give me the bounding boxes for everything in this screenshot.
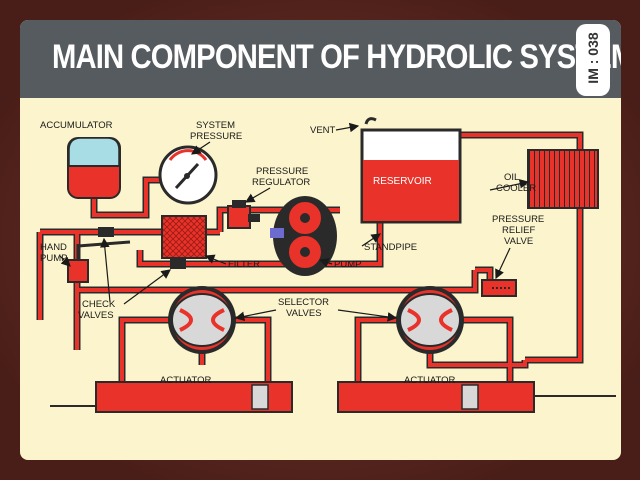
pressure-relief-label-3: VALVE — [504, 236, 533, 247]
reservoir-label: RESERVOIR — [373, 176, 432, 187]
actuator-right — [337, 381, 616, 413]
hydraulic-diagram: RESERVOIR — [36, 117, 616, 413]
gear-pump — [270, 196, 337, 276]
selector-valve-left — [168, 286, 236, 354]
hand-pump-label-1: HAND — [40, 242, 67, 253]
accumulator-label: ACCUMULATOR — [40, 120, 113, 131]
actuator-left-label: ACTUATOR — [160, 375, 212, 386]
oil-cooler-label-1: OIL — [504, 172, 519, 183]
diagram-card: MAIN COMPONENT OF HYDROLIC SYSTEM IM : 0… — [20, 20, 621, 460]
system-pressure-label-2: PRESSURE — [190, 131, 242, 142]
hand-pump — [67, 240, 131, 283]
diagram-labels: ACCUMULATOR SYSTEM PRESSURE VENT PRESSUR… — [40, 120, 544, 386]
standpipe-label: STANDPIPE — [364, 242, 417, 253]
title-banner: MAIN COMPONENT OF HYDROLIC SYSTEM IM : 0… — [20, 20, 621, 98]
pressure-regulator-label-1: PRESSURE — [256, 166, 308, 177]
image-id-badge: IM : 038 — [576, 24, 610, 96]
vent-label: VENT — [310, 125, 336, 136]
leader-lines — [59, 122, 530, 322]
pressure-relief-label-2: RELIEF — [502, 225, 535, 236]
actuator-right-label: ACTUATOR — [404, 375, 456, 386]
system-pressure-label-1: SYSTEM — [196, 120, 235, 131]
actuator-left — [50, 381, 293, 413]
oil-cooler-label-2: COOLER — [496, 183, 536, 194]
selector-valves-label-2: VALVES — [286, 308, 322, 319]
selector-valves-label-1: SELECTOR — [278, 297, 329, 308]
page-title: MAIN COMPONENT OF HYDROLIC SYSTEM — [52, 38, 621, 76]
filter — [161, 215, 207, 259]
pressure-regulator-label-2: REGULATOR — [252, 177, 310, 188]
oil-cooler — [527, 149, 599, 209]
pressure-regulator — [227, 200, 260, 229]
check-valve-1 — [98, 227, 114, 237]
reservoir: RESERVOIR — [360, 117, 462, 224]
check-valves-label-2: VALVES — [78, 310, 114, 321]
filter-label: FILTER — [228, 259, 260, 270]
check-valves-label-1: CHECK — [82, 299, 116, 310]
pump-label: PUMP — [334, 259, 361, 270]
selector-valve-right — [396, 286, 464, 354]
system-pressure-gauge — [158, 145, 218, 205]
accumulator — [67, 137, 121, 199]
check-valve-2 — [170, 259, 186, 269]
pressure-relief-label-1: PRESSURE — [492, 214, 544, 225]
hand-pump-label-2: PUMP — [40, 253, 67, 264]
pressure-relief-valve — [481, 279, 517, 297]
